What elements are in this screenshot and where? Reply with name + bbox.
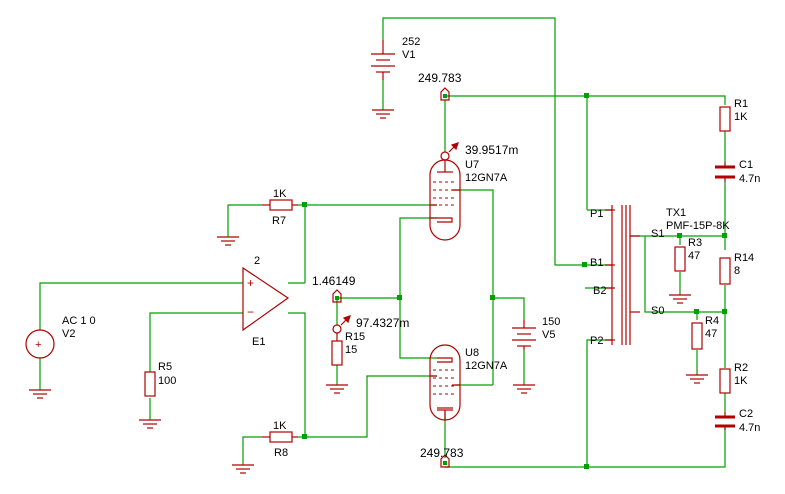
probe-u7-current: 39.9517m	[465, 143, 518, 157]
wires	[39, 17, 726, 468]
e1-pin-label: 2	[254, 255, 260, 267]
ground-r3	[669, 294, 691, 304]
v5-value: 150	[542, 316, 560, 328]
node-marker-mid	[332, 289, 342, 303]
tx1-pin-p1: P1	[590, 208, 603, 220]
r1-value: 1K	[734, 111, 748, 123]
r5-resistor	[144, 371, 156, 397]
v2-ac-source: +	[25, 329, 55, 359]
junction-dots	[302, 93, 727, 469]
svg-text:+: +	[247, 276, 254, 290]
r3-resistor	[674, 246, 686, 272]
r1-name: R1	[734, 98, 748, 110]
u8-tube	[429, 344, 461, 421]
r14-name: R14	[734, 252, 754, 264]
ground-v5	[513, 384, 535, 394]
node-marker-bottom	[440, 454, 450, 468]
ground-r8	[232, 464, 254, 474]
c1-value: 4.7n	[739, 173, 760, 185]
v2-name: V2	[62, 328, 75, 340]
ground-r4	[686, 374, 708, 384]
tx1-pin-b2: B2	[593, 285, 606, 297]
v1-battery	[371, 40, 395, 80]
r5-name: R5	[158, 361, 172, 373]
r4-name: R4	[705, 315, 719, 327]
ground-r5	[139, 419, 161, 429]
tx1-pin-p2: P2	[590, 335, 603, 347]
v5-name: V5	[542, 329, 555, 341]
node-marker-top	[440, 87, 450, 101]
tx1-transformer	[605, 205, 640, 345]
ground-r7	[217, 225, 239, 246]
r2-value: 1K	[734, 375, 748, 387]
svg-text:+: +	[35, 339, 41, 351]
tx1-name: TX1	[666, 207, 686, 219]
u7-tube	[429, 142, 461, 241]
tx1-pin-s1: S1	[651, 228, 664, 240]
ground-v1	[372, 109, 394, 119]
r5-value: 100	[158, 375, 176, 387]
r15-name: R15	[345, 331, 365, 343]
c2-name: C2	[739, 408, 753, 420]
r7-name: R7	[272, 215, 286, 227]
r8-resistor	[262, 431, 298, 443]
tx1-pin-b1: B1	[590, 257, 603, 269]
ground-r15	[326, 384, 348, 394]
r7-resistor	[262, 199, 298, 211]
c2-value: 4.7n	[739, 422, 760, 434]
u8-name: U8	[465, 347, 479, 359]
e1-opamp: + −	[242, 266, 290, 332]
r7-value: 1K	[273, 188, 287, 200]
r3-value: 47	[688, 250, 700, 262]
r15-resistor	[331, 315, 351, 366]
r4-resistor	[691, 322, 703, 350]
node-voltage-mid: 1.46149	[312, 274, 356, 288]
node-voltage-bottom: 249.783	[420, 446, 464, 460]
c1-capacitor	[715, 162, 735, 182]
r14-value: 8	[734, 265, 740, 277]
c2-capacitor	[715, 412, 735, 430]
tx1-pin-s0: S0	[651, 305, 664, 317]
r8-name: R8	[274, 447, 288, 459]
u8-type: 12GN7A	[465, 360, 508, 372]
r8-value: 1K	[273, 420, 287, 432]
probe-r15-current: 97.4327m	[356, 316, 409, 330]
r1-resistor	[719, 106, 731, 132]
r15-value: 15	[345, 344, 357, 356]
r4-value: 47	[705, 328, 717, 340]
u7-type: 12GN7A	[465, 172, 508, 184]
u7-name: U7	[465, 159, 479, 171]
v1-value: 252	[402, 36, 420, 48]
tx1-type: PMF-15P-8K	[666, 220, 730, 232]
r2-resistor	[719, 368, 731, 394]
r14-resistor	[719, 257, 731, 285]
e1-name: E1	[252, 336, 265, 348]
c1-name: C1	[739, 159, 753, 171]
v2-value: AC 1 0	[62, 315, 96, 327]
svg-text:−: −	[247, 305, 254, 319]
node-voltage-top: 249.783	[418, 71, 462, 85]
r2-name: R2	[734, 362, 748, 374]
v5-battery	[512, 320, 536, 350]
ground-v2	[29, 389, 51, 399]
v1-name: V1	[402, 49, 415, 61]
r3-name: R3	[688, 237, 702, 249]
